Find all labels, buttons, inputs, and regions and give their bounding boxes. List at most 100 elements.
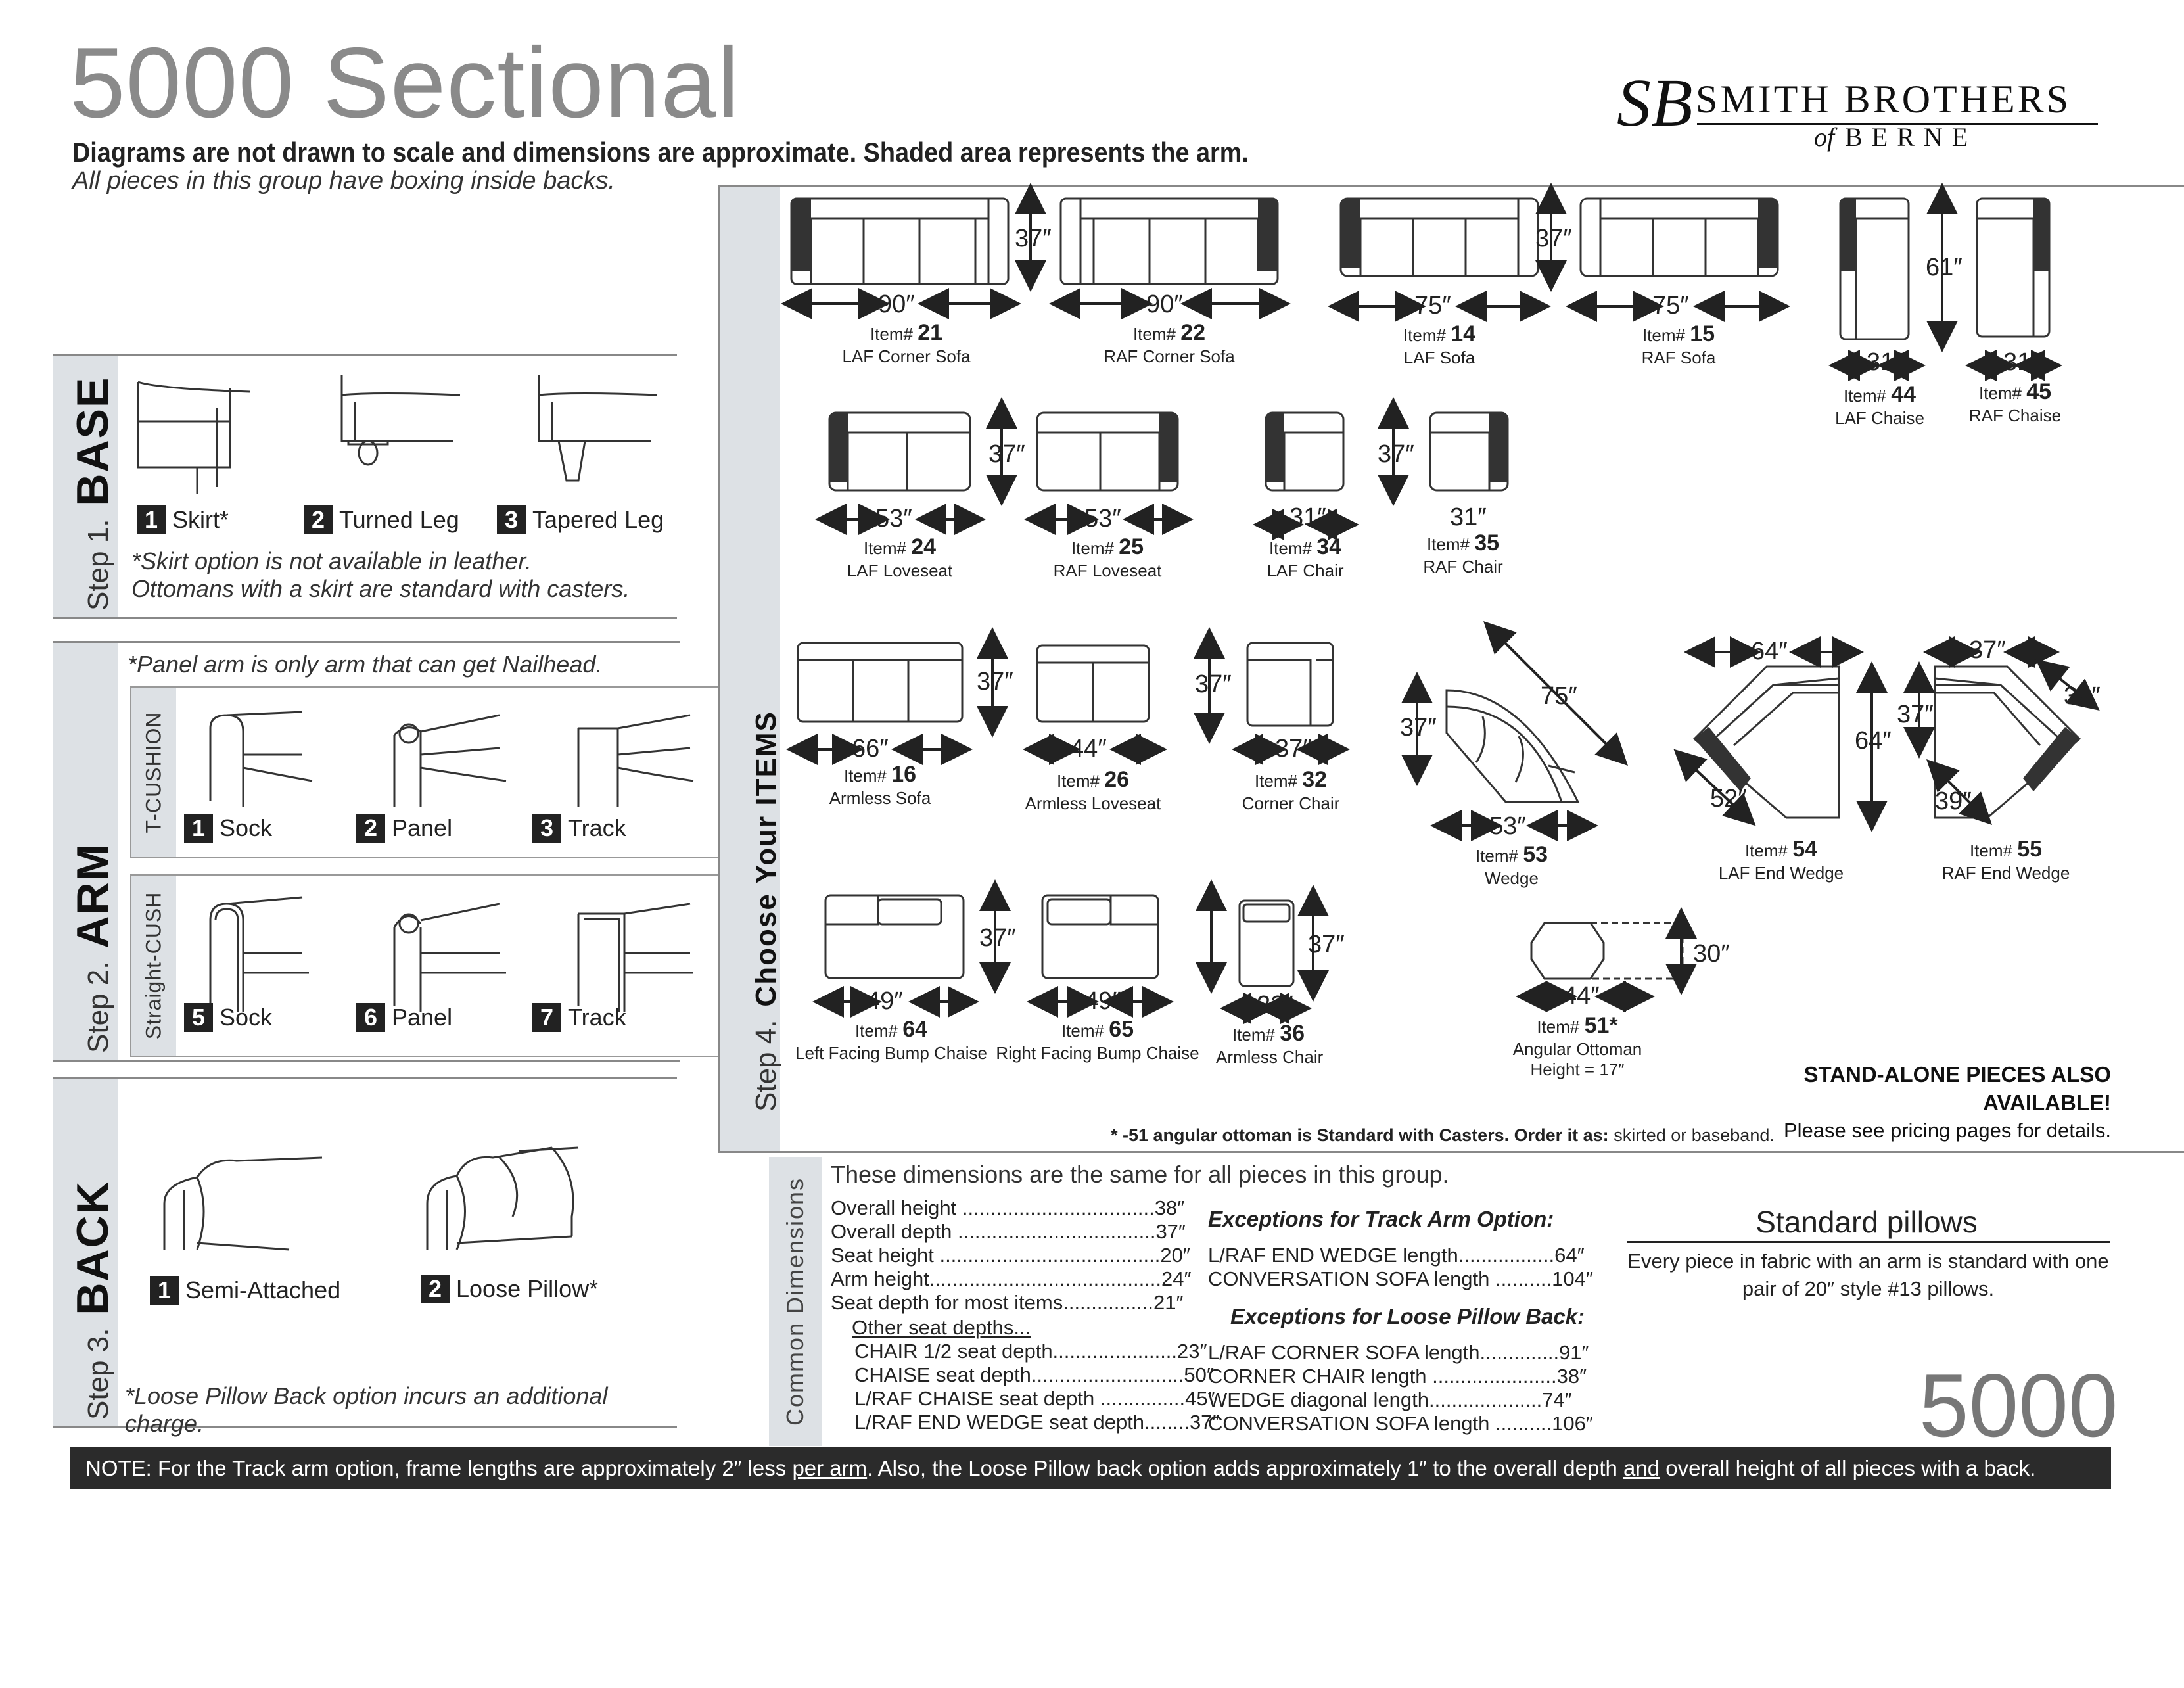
dim-item-36-depth: 37″: [1308, 931, 1345, 958]
track-arm-straight-illustration: [577, 903, 693, 1012]
dim-item-14-width: 75″: [1414, 292, 1451, 319]
dim-item-54-depth: 64″: [1855, 727, 1892, 755]
dim-item-26-width: 44″: [1070, 735, 1107, 762]
dim-item-54-diagonal: 52″: [1710, 785, 1747, 812]
other-seat-depths-title: Other seat depths...: [852, 1316, 1031, 1339]
dim-item-24-width: 53″: [875, 505, 912, 532]
spec-seat-height: Seat height ............................…: [831, 1244, 1190, 1267]
dim-item-53-width: 53″: [1489, 812, 1526, 840]
common-dimensions-bar: Common Dimensions: [769, 1157, 822, 1446]
step4-items-panel: Step 4.Choose Your ITEMS: [718, 185, 2184, 1153]
track-exception-conversation-sofa: CONVERSATION SOFA length ..........104″: [1208, 1267, 1593, 1290]
pillow-exception-wedge: WEDGE diagonal length...................…: [1208, 1388, 1572, 1411]
dim-item-51-depth: 30″: [1693, 940, 1730, 968]
dim-item-16-width: 66″: [852, 735, 889, 762]
dim-wedge-diagonal: 75″: [1541, 682, 1577, 710]
dim-chaise-depth: 61″: [1926, 254, 1963, 281]
item-35-diagram: [1429, 411, 1509, 492]
pillow-exception-corner-chair: CORNER CHAIR length ....................…: [1208, 1365, 1587, 1388]
tapered-leg-illustration: [538, 375, 658, 482]
spec-chaise-seat-depth: CHAISE seat depth.......................…: [854, 1363, 1214, 1386]
dim-row2-depth-b: 37″: [1378, 440, 1414, 468]
loose-pillow-charge-note: *Loose Pillow Back option incurs an addi…: [125, 1382, 608, 1437]
standard-pillows-rule: [1627, 1241, 2110, 1243]
dim-item-35-width: 31″: [1450, 504, 1487, 531]
item-22-diagram: [1059, 197, 1279, 285]
item-15-diagram: [1579, 197, 1779, 277]
item-36-diagram: [1238, 899, 1295, 987]
tcushion-tab: T-CUSHION: [130, 686, 176, 858]
standalone-notice: STAND-ALONE PIECES ALSO AVAILABLE! Pleas…: [1783, 1062, 2111, 1142]
dim-item-55-diagonal: 39″: [1935, 787, 1972, 815]
panel-arm-straight-illustration: [393, 903, 506, 1012]
turned-leg-illustration: [340, 375, 461, 466]
dim-row1-depth-a: 37″: [1015, 225, 1052, 252]
dim-item-36-width: 22″: [1257, 991, 1293, 1019]
spec-lraf-chaise-seat-depth: L/RAF CHAISE seat depth ...............4…: [854, 1387, 1215, 1410]
dim-item-22-width: 90″: [1146, 291, 1183, 318]
item-16-diagram: [797, 642, 964, 723]
skirt-base-illustration: [137, 381, 250, 494]
dim-item-65-width: 49″: [1084, 987, 1121, 1015]
dim-item-15-width: 75″: [1652, 292, 1689, 319]
step1-bar: [53, 356, 118, 617]
dim-item-32-width: 37″: [1275, 735, 1312, 762]
page-title: 5000 Sectional: [70, 27, 740, 139]
spec-overall-depth: Overall depth ..........................…: [831, 1220, 1186, 1243]
brand-monogram: SB: [1617, 65, 1693, 141]
skirt-note: *Skirt option is not available in leathe…: [131, 548, 532, 574]
straight-cushion-row: [176, 874, 733, 1057]
item-44-diagram: [1839, 197, 1910, 340]
loose-pillow-back-illustration: [426, 1146, 579, 1250]
dim-wedge-depth: 37″: [1400, 714, 1437, 741]
panel-arm-tcushion-illustration: [393, 714, 507, 807]
item-14-diagram: [1339, 197, 1539, 277]
item-25-diagram: [1036, 411, 1179, 492]
dim-item-51-width: 44″: [1563, 982, 1600, 1010]
dim-item-25-width: 53″: [1084, 505, 1121, 532]
semi-attached-back-illustration: [163, 1156, 323, 1251]
straight-cushion-tab: Straight-CUSH: [130, 874, 176, 1057]
track-exception-end-wedge: L/RAF END WEDGE length.................6…: [1208, 1244, 1585, 1267]
dim-row3-depth-a: 37″: [977, 668, 1013, 695]
brand-rule: [1697, 123, 2098, 125]
item-32-diagram: [1246, 642, 1334, 727]
dim-item-55-side: 39″: [2064, 682, 2101, 710]
standard-pillows-title: Standard pillows: [1755, 1205, 1978, 1239]
spec-seat-depth: Seat depth for most items...............…: [831, 1291, 1184, 1314]
